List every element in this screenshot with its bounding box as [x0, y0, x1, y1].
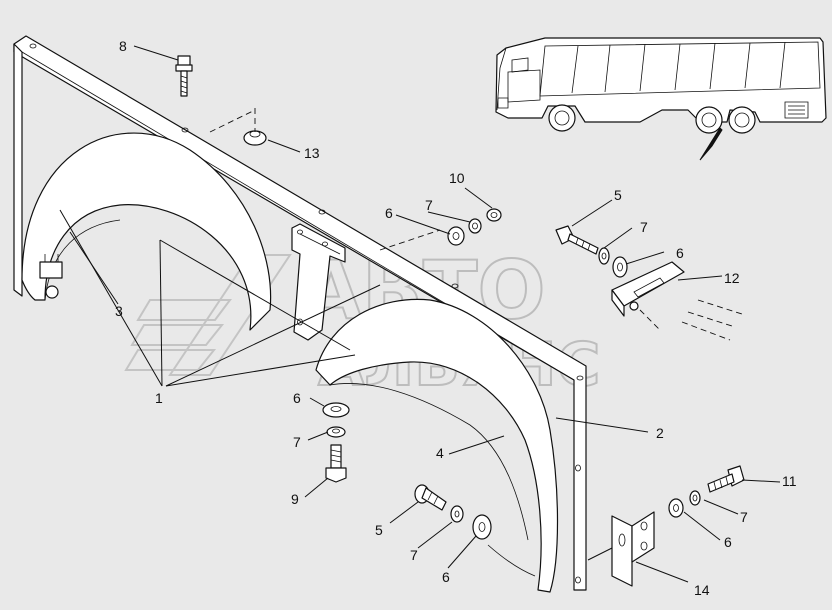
part-1-braces [59, 209, 381, 387]
part-7-washer-lowright [689, 490, 701, 506]
bus-body [495, 37, 827, 123]
bus-illustration [495, 37, 827, 161]
bus-front [496, 47, 507, 111]
part-7-washer-right [598, 247, 610, 265]
callout-10: 10 [449, 170, 465, 186]
callout-6-b: 6 [676, 245, 684, 261]
callout-labels: 8 13 10 7 6 5 7 6 12 3 1 6 7 9 4 2 5 7 6… [115, 38, 797, 598]
bus-door [507, 69, 541, 103]
part-9-bolt [325, 444, 347, 483]
rail-holes [29, 43, 584, 584]
rail-left-end [13, 43, 23, 297]
rail-top-flange [13, 35, 587, 591]
callout-1: 1 [155, 390, 163, 406]
part-6-washer-upper [447, 226, 465, 246]
part-6-washer-right [612, 256, 628, 278]
bus-window-dividers [571, 41, 786, 94]
part-5-bolt-bottom [414, 484, 447, 511]
bus-rear-wheel-2 [728, 106, 756, 134]
callout-7-d: 7 [410, 547, 418, 563]
callout-12: 12 [724, 270, 740, 286]
callout-8: 8 [119, 38, 127, 54]
part-6-washer-bottom [472, 514, 492, 540]
part-14-angle-bracket [611, 511, 655, 587]
bus-front-wheel [548, 104, 576, 132]
callout-7-a: 7 [425, 197, 433, 213]
leader-lines [69, 45, 781, 583]
callout-3: 3 [115, 303, 123, 319]
fender-3-clamp [39, 254, 63, 299]
callout-7-e: 7 [740, 509, 748, 525]
rail-dash-2 [379, 229, 441, 251]
fender-4-panel [315, 298, 559, 593]
watermark-stripes [124, 254, 292, 376]
callout-6-a: 6 [385, 205, 393, 221]
mid-bracket [291, 223, 346, 341]
callout-2: 2 [656, 425, 664, 441]
callout-7-b: 7 [640, 219, 648, 235]
part-7-washer-lower [326, 426, 346, 438]
callout-5-a: 5 [614, 187, 622, 203]
part-12-slotted-bracket [611, 261, 746, 341]
callout-14: 14 [694, 582, 710, 598]
callout-7-c: 7 [293, 434, 301, 450]
callout-5-b: 5 [375, 522, 383, 538]
part-10-nut [486, 208, 502, 222]
fender-4-flap [487, 544, 536, 577]
fender-4-inner-edge [329, 383, 529, 541]
part-6-washer-lower [322, 402, 350, 418]
bracket-body [291, 223, 346, 341]
callout-4: 4 [436, 445, 444, 461]
bus-windshield [511, 57, 529, 73]
bus-headlight [497, 97, 509, 109]
location-arrow [699, 127, 723, 161]
bus-rear-grille [784, 101, 809, 119]
bus-rear-wheel-1 [695, 106, 723, 134]
part-13-clip-nut [243, 108, 267, 146]
callout-11: 11 [782, 473, 797, 489]
part-4-fender [315, 298, 559, 593]
callout-9: 9 [291, 491, 299, 507]
part-7-washer-upper [468, 218, 482, 234]
part-8-screw [175, 55, 193, 97]
callout-13: 13 [304, 145, 320, 161]
part-5-bolt-right [555, 225, 599, 255]
callout-6-c: 6 [293, 390, 301, 406]
bracket-edge [299, 233, 341, 255]
bus-window-band [539, 41, 821, 97]
part-6-washer-lowright [668, 498, 684, 518]
part-3-fender [21, 132, 272, 331]
callout-6-e: 6 [724, 534, 732, 550]
callout-6-d: 6 [442, 569, 450, 585]
fender-3-panel [21, 132, 272, 331]
rail-dash-1 [209, 109, 256, 133]
part-7-washer-bottom [450, 505, 464, 523]
part-11-bolt [707, 465, 745, 493]
fender-3-inner-edge [44, 219, 121, 301]
